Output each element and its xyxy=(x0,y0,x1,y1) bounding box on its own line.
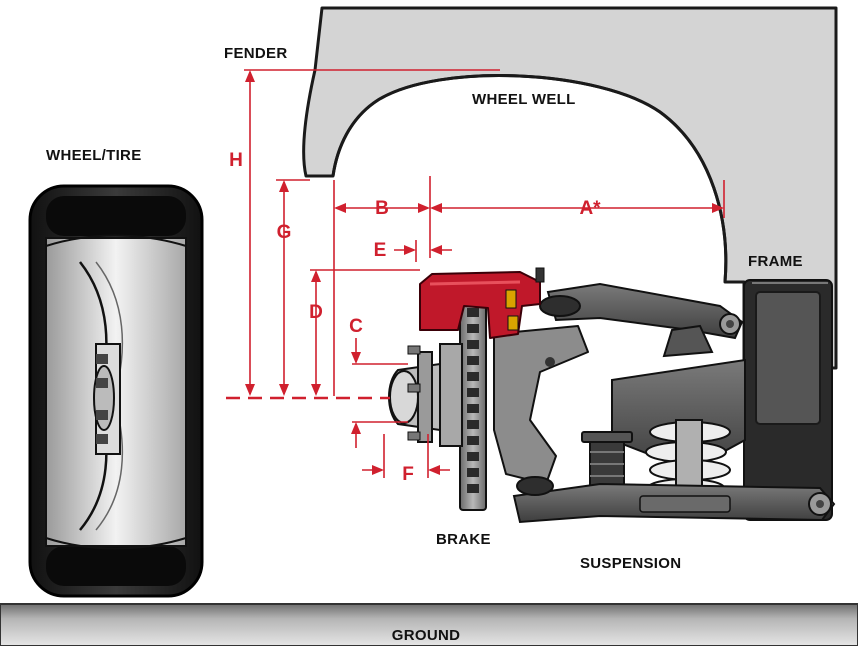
dimension-c-label: C xyxy=(349,316,363,337)
dimension-a-label: A* xyxy=(579,198,601,219)
brake-label: BRAKE xyxy=(436,531,491,548)
brake-caliper xyxy=(419,267,545,339)
wheel-tire xyxy=(28,184,204,598)
dimension-g-label: G xyxy=(277,222,292,243)
wheel-hub xyxy=(388,345,441,443)
steering-knuckle xyxy=(493,295,589,496)
suspension-assembly xyxy=(512,282,836,524)
dimension-h-label: H xyxy=(229,150,243,171)
dimension-lines xyxy=(226,69,725,478)
dimension-letters: H G D B A* E C F xyxy=(229,150,601,485)
ground xyxy=(0,603,858,646)
frame-rail xyxy=(743,279,833,521)
dimension-e-label: E xyxy=(374,240,387,261)
fender-body xyxy=(302,6,838,370)
brake-rotor xyxy=(439,297,487,511)
wheel-well-label: WHEEL WELL xyxy=(472,91,576,108)
wheel-tire-label: WHEEL/TIRE xyxy=(46,147,142,164)
frame-label: FRAME xyxy=(748,253,803,270)
fender-label: FENDER xyxy=(224,45,287,62)
component-labels: FENDER WHEEL WELL WHEEL/TIRE FRAME BRAKE… xyxy=(46,45,803,644)
dimension-f-label: F xyxy=(402,464,414,485)
suspension-label: SUSPENSION xyxy=(580,555,681,572)
dimension-b-label: B xyxy=(375,198,389,219)
ground-label: GROUND xyxy=(392,627,460,644)
dimension-d-label: D xyxy=(309,302,323,323)
